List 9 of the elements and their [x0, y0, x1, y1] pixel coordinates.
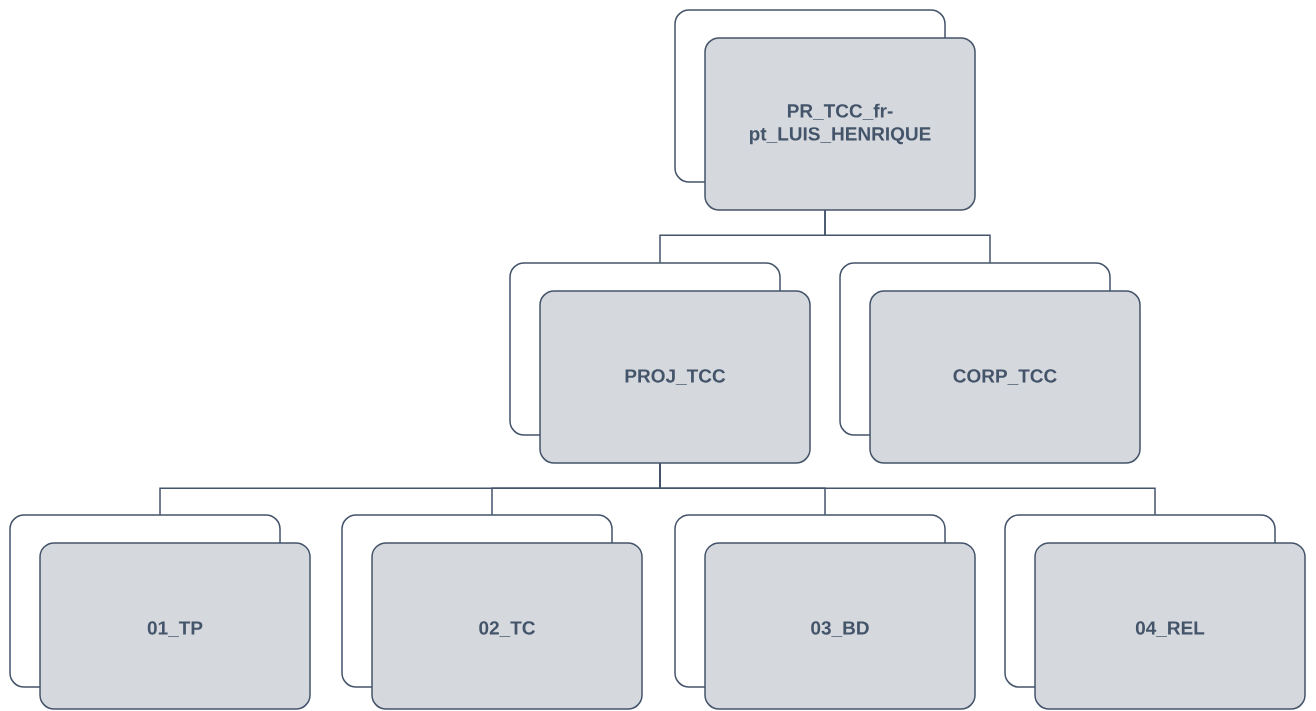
connector — [824, 209, 991, 264]
org-chart-box: 02_TC — [341, 514, 643, 710]
connector — [659, 462, 1156, 516]
org-chart-box: CORP_TCC — [839, 262, 1141, 464]
org-chart-box: 03_BD — [674, 514, 976, 710]
org-chart-box: 04_REL — [1004, 514, 1306, 710]
org-chart-box: 01_TP — [9, 514, 311, 710]
org-chart-box: PROJ_TCC — [509, 262, 811, 464]
org-chart-box: PR_TCC_fr-pt_LUIS_HENRIQUE — [674, 9, 976, 211]
